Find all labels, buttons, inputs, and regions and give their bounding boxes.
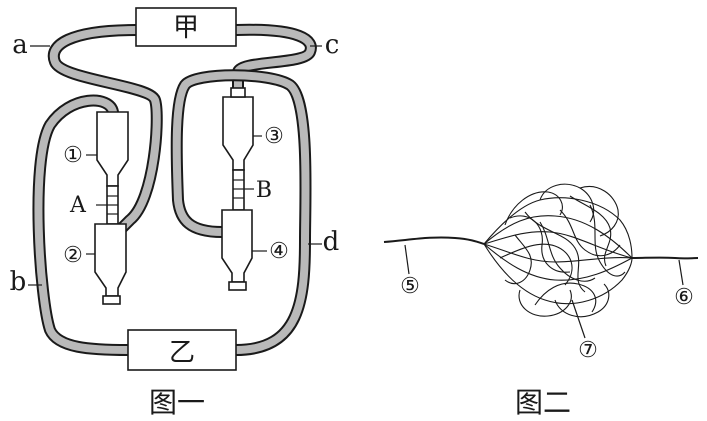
valve-b-label: B bbox=[256, 178, 272, 203]
chamber-4-outlet bbox=[228, 281, 247, 291]
figure-2: ⑤ ⑥ ⑦ 图二 bbox=[383, 183, 699, 419]
box-bottom bbox=[127, 329, 237, 371]
chamber-2-outlet bbox=[102, 295, 121, 305]
chamber-3-inlet bbox=[230, 87, 246, 98]
figure-2-caption: 图二 bbox=[515, 386, 571, 419]
vessel-b bbox=[32, 94, 134, 356]
chamber-3-label: ③ bbox=[264, 124, 284, 149]
chamber-2 bbox=[94, 223, 127, 297]
valve-a bbox=[96, 185, 119, 225]
vessel-a bbox=[47, 24, 163, 234]
box-top-label: 甲 bbox=[173, 13, 199, 43]
capillary-leader bbox=[571, 299, 586, 339]
vessel-d bbox=[170, 69, 312, 356]
vessel-6 bbox=[631, 256, 699, 260]
valve-a-label: A bbox=[69, 193, 87, 218]
box-bottom-label: 乙 bbox=[169, 338, 195, 368]
chamber-3 bbox=[222, 96, 254, 171]
chamber-4-label: ④ bbox=[269, 239, 289, 264]
figure-1: 甲 乙 ① ② ③ bbox=[10, 7, 340, 419]
vessel-5 bbox=[383, 236, 485, 245]
capillary-network bbox=[483, 183, 633, 318]
vessel-d-label: d bbox=[323, 227, 340, 257]
capillary-label: ⑦ bbox=[578, 338, 598, 363]
vessel-5-leader bbox=[404, 244, 410, 275]
chamber-4 bbox=[221, 209, 253, 283]
box-top bbox=[135, 7, 237, 47]
vessel-c bbox=[230, 23, 317, 98]
vessel-5-label: ⑤ bbox=[400, 274, 420, 299]
chamber-2-label: ② bbox=[63, 243, 83, 268]
vessel-c-label: c bbox=[325, 30, 340, 60]
chamber-1 bbox=[96, 111, 129, 187]
vessel-b-label: b bbox=[10, 267, 27, 297]
valve-b bbox=[232, 169, 254, 211]
vessel-6-leader bbox=[678, 259, 684, 286]
vessel-6-label: ⑥ bbox=[674, 285, 694, 310]
chamber-1-label: ① bbox=[63, 143, 83, 168]
vessel-a-label: a bbox=[12, 30, 28, 60]
figure-1-caption: 图一 bbox=[149, 386, 205, 419]
